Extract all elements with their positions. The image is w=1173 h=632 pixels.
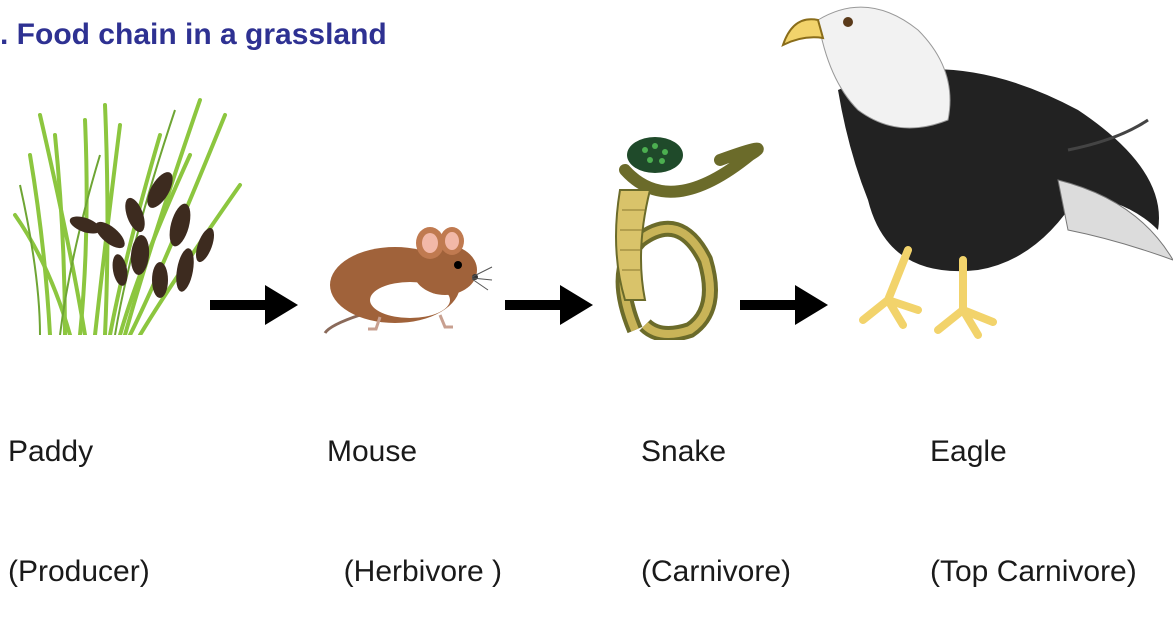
organism-name: Mouse — [327, 432, 502, 472]
trophic-role: (Herbivore ) — [327, 552, 502, 592]
paddy-label: Paddy (Producer) — [8, 352, 150, 632]
organism-name: Paddy — [8, 432, 150, 472]
organism-name: Eagle — [930, 432, 1137, 472]
trophic-role: (Carnivore) — [641, 552, 791, 592]
diagram-title: . Food chain in a grassland — [0, 18, 387, 52]
trophic-role: (Producer) — [8, 552, 150, 592]
trophic-role: (Top Carnivore) — [930, 552, 1137, 592]
mouse-icon — [320, 205, 495, 335]
eagle-label: Eagle (Top Carnivore) — [930, 352, 1137, 632]
arrow-right-icon — [210, 280, 300, 330]
snake-label: Snake (Carnivore) — [641, 352, 791, 632]
arrow-right-icon — [505, 280, 595, 330]
organism-name: Snake — [641, 432, 791, 472]
eagle-icon — [778, 0, 1173, 340]
mouse-label: Mouse (Herbivore ) — [327, 352, 502, 632]
